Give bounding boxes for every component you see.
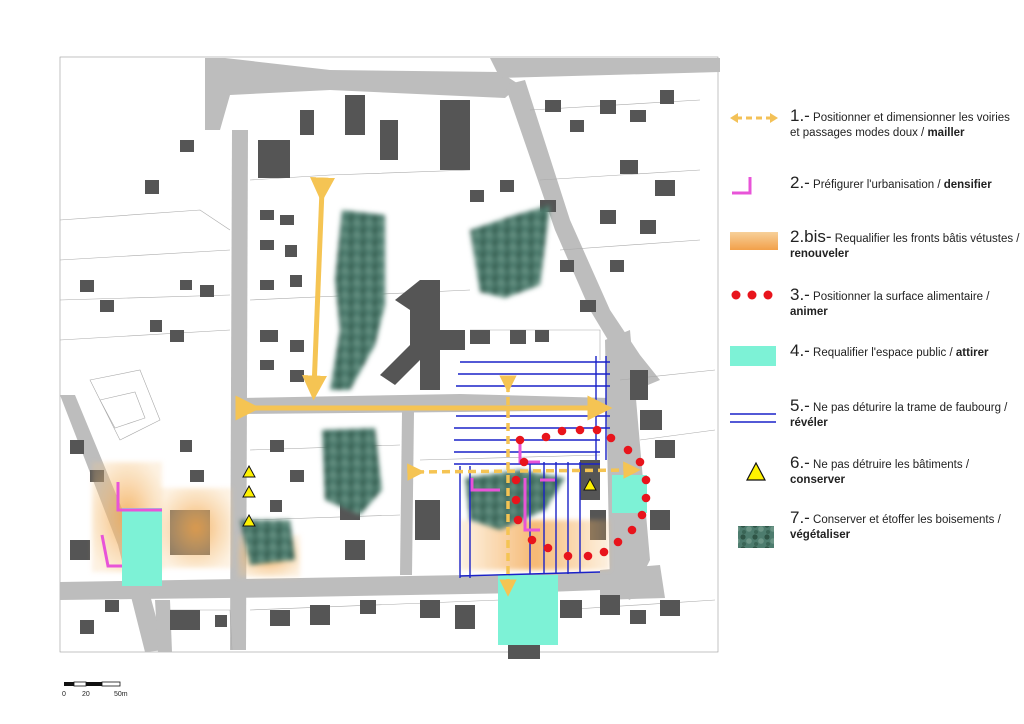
legend-keyword: attirer: [955, 347, 989, 359]
urbanization-corners: [100, 440, 555, 568]
legend-number: 4.-: [790, 341, 810, 360]
legend-text: Ne pas déturire la trame de faubourg /: [813, 402, 1008, 414]
legend-text: Requalifier l'espace public /: [813, 347, 956, 359]
yellow-triangle-icon: [746, 461, 766, 481]
legend-keyword: mailler: [927, 127, 965, 139]
legend-number: 6.-: [790, 453, 810, 472]
legend-number: 1.-: [790, 106, 810, 125]
magenta-corner-icon: [732, 177, 752, 195]
soft-mobility-arrows: [235, 177, 613, 421]
public-spaces: [122, 475, 647, 645]
legend-number: 2.-: [790, 173, 810, 192]
scale-bar: 0 20 50m: [60, 680, 150, 702]
legend-text: Préfigurer l'urbanisation /: [813, 179, 944, 191]
food-market-dots: [511, 425, 651, 561]
legend-number: 3.-: [790, 285, 810, 304]
legend-keyword: conserver: [790, 474, 845, 486]
legend-number: 2.bis-: [790, 227, 832, 246]
dashed-double-arrow-icon: [730, 113, 778, 123]
legend-text: Requalifier les fronts bâtis vétustes /: [834, 233, 1020, 245]
tree-texture-icon: [738, 526, 774, 548]
scale-label-50: 50m: [114, 691, 128, 698]
red-dots-icon: [731, 290, 773, 300]
scale-bar-graphic: [64, 681, 121, 687]
orange-gradient-icon: [730, 232, 778, 250]
legend-keyword: renouveler: [790, 248, 849, 260]
legend-text: Ne pas détruire les bâtiments /: [813, 459, 970, 471]
legend-text: Positionner la surface alimentaire /: [813, 291, 990, 303]
legend-text: Conserver et étoffer les boisements /: [813, 514, 1001, 526]
legend-text: Positionner et dimensionner les voiries …: [790, 112, 1010, 139]
legend-number: 7.-: [790, 508, 810, 527]
soft-mobility-dashed-arrows: [407, 375, 641, 597]
conserve-triangles: [242, 464, 597, 527]
legend-keyword: révéler: [790, 417, 828, 429]
scale-label-20: 20: [82, 691, 90, 698]
buildings: [70, 90, 680, 659]
teal-rectangle-icon: [730, 346, 776, 366]
legend-keyword: animer: [790, 306, 828, 318]
scale-label-0: 0: [62, 691, 66, 698]
legend-keyword: densifier: [943, 179, 992, 191]
legend-keyword: végétaliser: [790, 529, 851, 541]
blue-lines-icon: [730, 413, 776, 423]
legend-number: 5.-: [790, 396, 810, 415]
